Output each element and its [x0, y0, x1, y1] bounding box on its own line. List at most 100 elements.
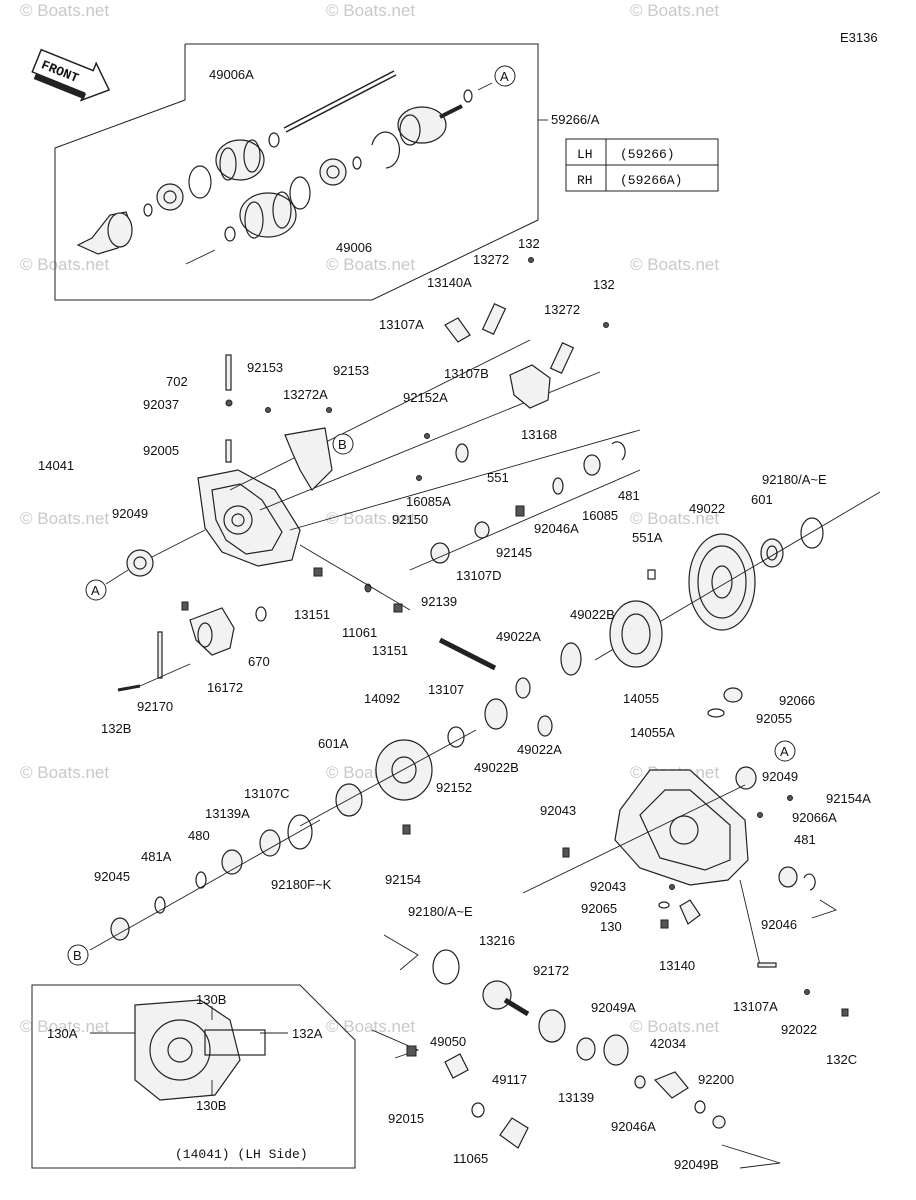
part-label-92065: 92065: [581, 901, 617, 916]
yoke: [499, 1117, 529, 1149]
part-label-92170: 92170: [137, 699, 173, 714]
spring: [455, 443, 469, 463]
collar: [583, 454, 601, 476]
pin: [562, 847, 570, 858]
nut: [406, 1045, 417, 1057]
part-label-14041: 14041: [38, 458, 74, 473]
watermark: © Boats.net: [20, 509, 109, 528]
callout-a-label: A: [500, 69, 509, 84]
shift-lever: [444, 317, 471, 343]
part-label-49022: 49022: [689, 501, 725, 516]
watermark: © Boats.net: [20, 763, 109, 782]
bushing: [474, 521, 490, 539]
shift-plate: [284, 427, 333, 491]
part-label-551: 551: [487, 470, 509, 485]
part-label-92200: 92200: [698, 1072, 734, 1087]
part-label-92049B: 92049B: [674, 1157, 719, 1172]
callout-a: [494, 65, 516, 87]
shift-rod: [757, 962, 777, 968]
shift-fork: [509, 364, 551, 409]
part-label-92055: 92055: [756, 711, 792, 726]
part-label-11065: 11065: [453, 1151, 488, 1166]
bolt: [660, 919, 669, 929]
collar: [634, 1075, 646, 1089]
snap-ring: [371, 131, 401, 169]
part-label-702: 702: [166, 374, 188, 389]
part-label-92022: 92022: [781, 1022, 817, 1037]
part-label-49006A: 49006A: [209, 67, 254, 82]
part-label-132: 132: [593, 277, 615, 292]
watermark: © Boats.net: [20, 1017, 109, 1036]
actuator-motor: [117, 601, 267, 692]
circlip: [195, 871, 207, 889]
callout-a-label: A: [91, 583, 100, 598]
table-row-rh-code: (59266A): [620, 173, 682, 188]
watermark: © Boats.net: [326, 255, 415, 274]
lh-rh-table: LH (59266) RH (59266A): [565, 138, 719, 192]
part-label-92005: 92005: [143, 443, 179, 458]
clip-ring: [268, 132, 280, 148]
watermark: © Boats.net: [630, 509, 719, 528]
part-label-13272: 13272: [473, 252, 509, 267]
ring-gear: [688, 533, 756, 631]
part-label-49022A: 49022A: [496, 629, 541, 644]
clip-ring: [352, 156, 362, 170]
part-label-92045: 92045: [94, 869, 130, 884]
part-label-13168: 13168: [521, 427, 557, 442]
shift-fork: [679, 899, 701, 925]
part-label-132: 132: [518, 236, 540, 251]
watermark: © Boats.net: [630, 1017, 719, 1036]
pinion-gear: [515, 677, 531, 699]
part-label-92150: 92150: [392, 512, 428, 527]
table-row-rh-side: RH: [577, 173, 593, 188]
part-label-481A: 481A: [141, 849, 172, 864]
ball-bearing: [335, 783, 363, 817]
part-label-49050: 49050: [430, 1034, 466, 1049]
bearing-cage: [156, 183, 184, 211]
part-label-13151: 13151: [372, 643, 408, 658]
yoke: [653, 1071, 689, 1099]
circlip: [471, 1102, 485, 1118]
ring-gear-group: [594, 491, 881, 661]
watermark: © Boats.net: [326, 1, 415, 20]
part-label-92180F-K: 92180F~K: [271, 877, 332, 892]
part-label-13107: 13107: [428, 682, 464, 697]
part-label-92046A: 92046A: [534, 521, 579, 536]
part-label-92043: 92043: [540, 803, 576, 818]
table-row-lh-code: (59266): [620, 147, 675, 162]
pin: [225, 354, 232, 391]
part-label-92180-a-e: 92180/A~E: [408, 904, 473, 919]
part-label-13107B: 13107B: [444, 366, 489, 381]
callout-a: [85, 579, 107, 601]
oil-seal: [110, 917, 130, 941]
shift-rod-group: [225, 257, 641, 571]
output-shaft-group: [371, 934, 781, 1169]
pinion-shaft: [438, 637, 497, 671]
detent: [515, 505, 525, 517]
cv-joint-inner: [397, 106, 447, 144]
plug: [393, 603, 403, 613]
part-label-92049A: 92049A: [591, 1000, 636, 1015]
bolt: [402, 824, 411, 835]
part-labels: 49006A 49006 59266/A 132 13272 13140A 13…: [38, 67, 871, 1172]
part-label-14055: 14055: [623, 691, 659, 706]
washer: [225, 399, 233, 407]
part-label-59266A: 59266/A: [551, 112, 600, 127]
washer: [712, 1115, 726, 1129]
callout-b-label: B: [338, 437, 347, 452]
part-label-92153: 92153: [333, 363, 369, 378]
part-label-49117: 49117: [492, 1072, 527, 1087]
shim-ring: [287, 814, 313, 850]
part-label-92152A: 92152A: [403, 390, 448, 405]
part-label-481: 481: [794, 832, 816, 847]
oil-seal: [603, 1034, 629, 1066]
clip-ring: [143, 203, 153, 217]
circlip: [154, 896, 166, 914]
part-label-13272A: 13272A: [283, 387, 328, 402]
part-label-13140: 13140: [659, 958, 695, 973]
side-gear: [484, 698, 508, 730]
part-label-92172: 92172: [533, 963, 569, 978]
part-label-13107D: 13107D: [456, 568, 502, 583]
watermark: © Boats.net: [630, 1, 719, 20]
